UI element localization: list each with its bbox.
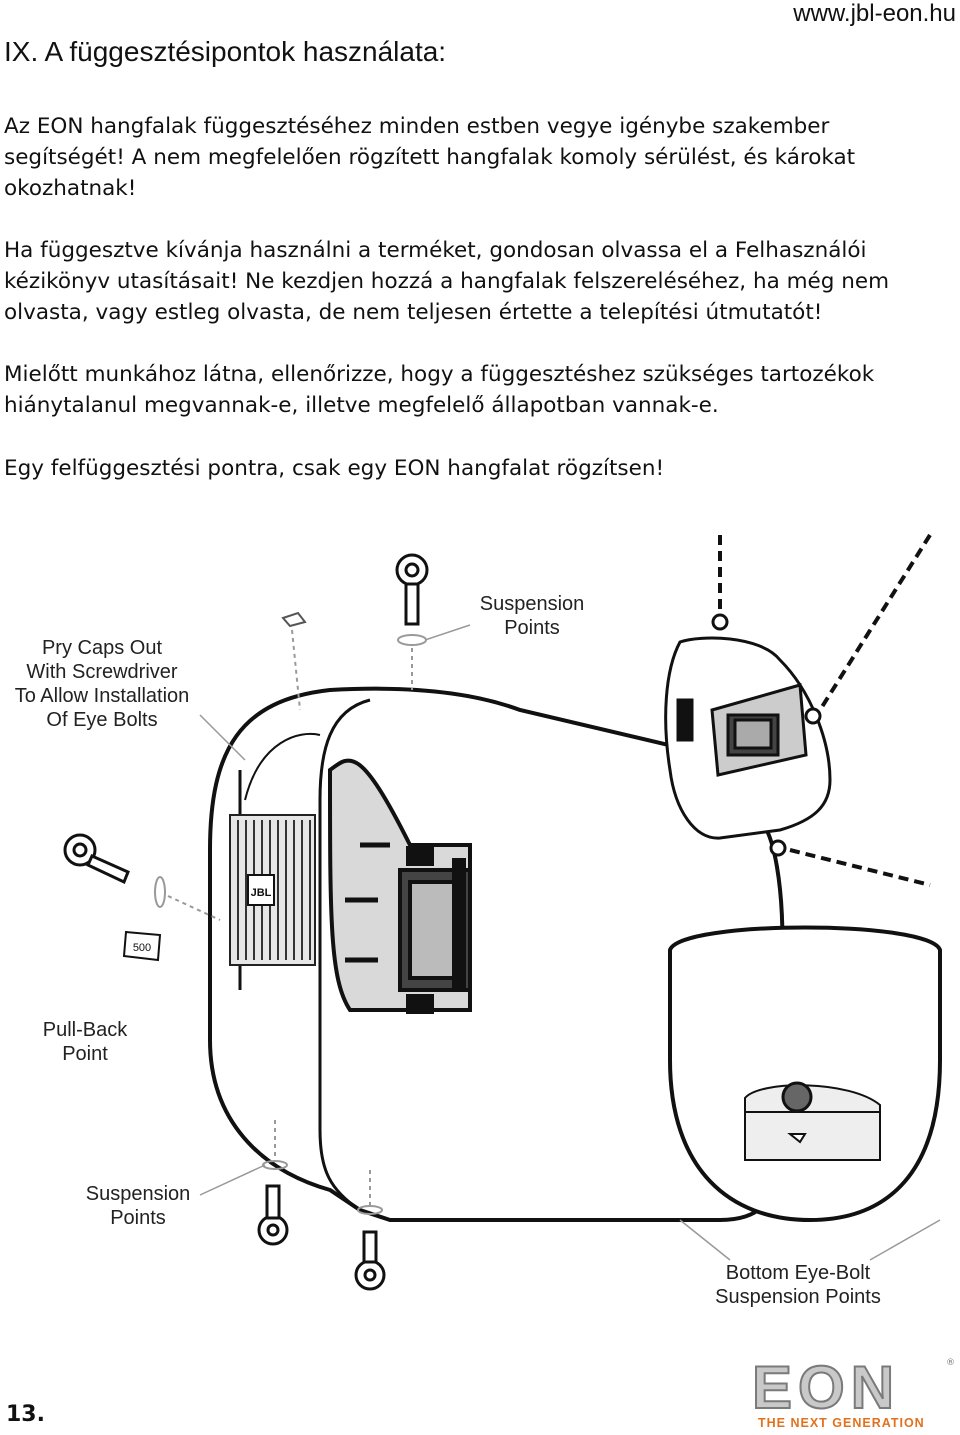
leader-bottom-1 [679, 1219, 731, 1261]
callout-line: Pull-Back [42, 1019, 128, 1041]
washer-top [397, 634, 427, 646]
washer-bottom-left [262, 1160, 288, 1170]
callout-line: Of Eye Bolts [46, 709, 158, 731]
eye-bolt-hanging-bottom [769, 839, 787, 857]
callout-suspension-bottom: Suspension Points [76, 1182, 200, 1230]
eye-bolt-bottom-left [257, 1184, 289, 1246]
paragraph-manual: Ha függesztve kívánja használni a termék… [4, 238, 890, 325]
callout-pull-back: Pull-Back Point [30, 1018, 140, 1066]
cap-top [281, 611, 307, 628]
plate-left [122, 930, 162, 962]
eye-bolt-bottom-right [354, 1230, 386, 1291]
callout-line: To Allow Installation [14, 685, 190, 707]
callout-line: Points [504, 617, 560, 639]
paragraph-one-speaker: Egy felfüggesztési pontra, csak egy EON … [4, 456, 665, 481]
eye-bolt-hanging-top [711, 613, 729, 631]
jbl-badge-text: JBL [251, 887, 272, 899]
eye-bolt-hanging-side [804, 707, 822, 725]
suspension-illustration: JBL [0, 520, 960, 1340]
paragraph-warning: Az EON hangfalak függesztéséhez minden e… [4, 114, 856, 201]
bottom-bolt-wing [787, 1133, 807, 1144]
callout-suspension-top: Suspension Points [468, 592, 596, 640]
washer-left [154, 876, 166, 908]
rigging-cable-2 [818, 533, 932, 712]
leader-suspension-bottom [199, 1164, 266, 1196]
paragraph-check-accessories: Mielőtt munkához látna, ellenőrizze, hog… [4, 362, 875, 418]
callout-pry-caps: Pry Caps Out With Screwdriver To Allow I… [2, 636, 202, 732]
callout-line: Suspension [85, 1183, 191, 1205]
section-title: IX. A függesztésipontok használata: [4, 36, 447, 67]
registered-mark: ® [946, 1358, 955, 1368]
eon-logo-tagline: THE NEXT GENERATION [758, 1416, 925, 1430]
eye-bolt-left [63, 833, 130, 885]
plate-label: 500 [133, 942, 151, 954]
jbl-badge [247, 874, 275, 906]
dashed-guide-cap [291, 629, 301, 711]
callout-line: Pry Caps Out [41, 637, 163, 659]
eon-logo: EON ® THE NEXT GENERATION [751, 1354, 957, 1433]
bottom-view-drawing [668, 925, 942, 1223]
website-url: www.jbl-eon.hu [793, 0, 956, 27]
rigging-cable-3 [789, 848, 931, 887]
callout-line: Points [110, 1207, 166, 1229]
suspension-diagram: JBL [63, 533, 942, 1291]
eon-logo-text: EON [751, 1354, 901, 1421]
page-number: 13. [6, 1402, 45, 1427]
leader-suspension-top [424, 624, 471, 641]
callout-line: Suspension [479, 593, 585, 615]
speaker-handle [327, 758, 472, 1014]
callout-line: With Screwdriver [26, 661, 178, 683]
leader-pry [199, 714, 246, 761]
eye-bolt-top [395, 553, 429, 626]
washer-bottom-right [357, 1205, 383, 1215]
callout-line: Suspension Points [715, 1286, 881, 1308]
callout-line: Point [62, 1043, 108, 1065]
callout-bottom-eye-bolt: Bottom Eye-Bolt Suspension Points [700, 1261, 896, 1309]
leader-bottom-2 [869, 1219, 941, 1261]
side-slots [345, 842, 390, 963]
dashed-guide-left [167, 895, 221, 921]
bottom-eye-bolt [781, 1081, 813, 1113]
callout-line: Bottom Eye-Bolt [725, 1262, 871, 1284]
hanging-speaker-drawing [664, 636, 832, 840]
